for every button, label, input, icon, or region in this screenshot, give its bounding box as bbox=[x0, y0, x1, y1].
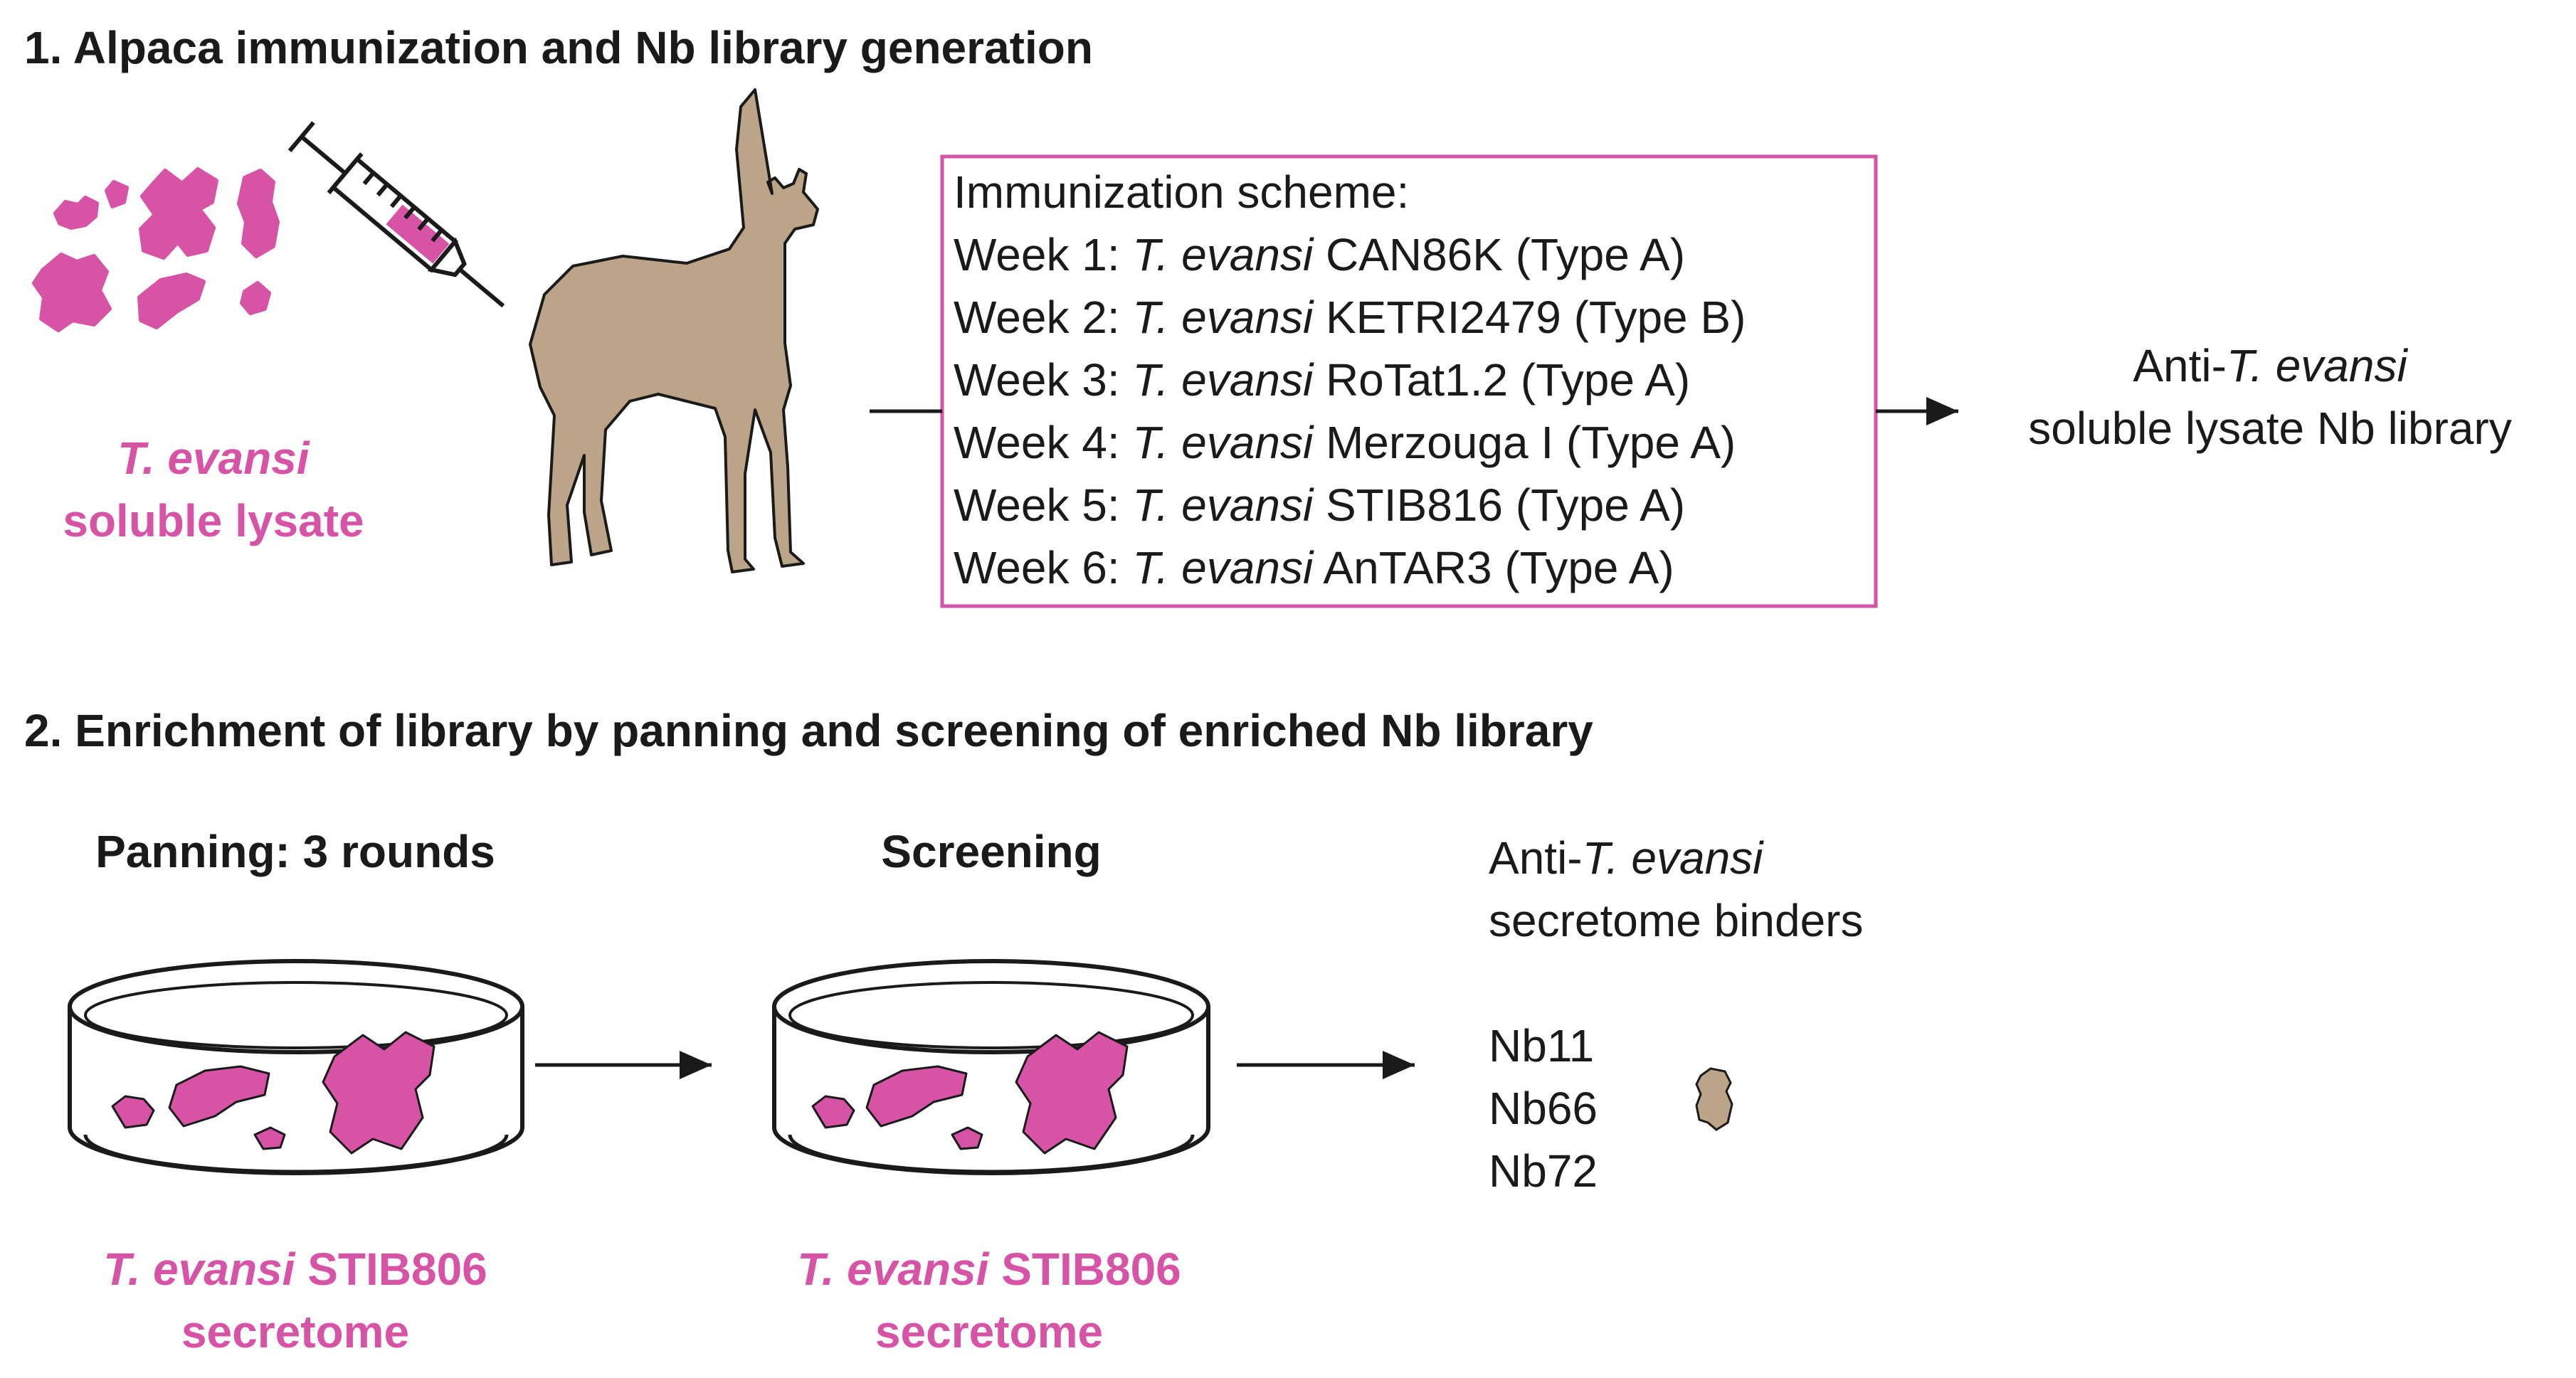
scheme-week-5: Week 5: T. evansi STIB816 (Type A) bbox=[954, 479, 1686, 531]
lysate-fragments bbox=[32, 167, 280, 332]
syringe-icon bbox=[287, 121, 505, 308]
secretome-fragment bbox=[168, 1065, 270, 1128]
screening-title: Screening bbox=[881, 826, 1102, 877]
scheme-title: Immunization scheme: bbox=[954, 166, 1410, 218]
library-output-line2: soluble lysate Nb library bbox=[2028, 403, 2512, 454]
scheme-week-3: Week 3: T. evansi RoTat1.2 (Type A) bbox=[954, 354, 1691, 406]
binders-line2: secretome binders bbox=[1489, 895, 1864, 946]
secretome-fragment bbox=[865, 1065, 968, 1128]
secretome-fragment bbox=[1015, 1031, 1129, 1155]
lysate-fragment bbox=[139, 167, 218, 260]
petri-dish-screening bbox=[772, 959, 1210, 1175]
petri-dish-panning bbox=[68, 959, 524, 1175]
immunization-scheme: Immunization scheme: Week 1: T. evansi C… bbox=[954, 161, 1746, 599]
alpaca-icon bbox=[529, 88, 819, 573]
library-output-label: Anti-T. evansi soluble lysate Nb library bbox=[1985, 334, 2555, 460]
lysate-fragment bbox=[53, 196, 99, 230]
lysate-fragment bbox=[237, 169, 280, 258]
panning-title: Panning: 3 rounds bbox=[95, 826, 495, 877]
panning-secretome-label: T. evansi STIB806 secretome bbox=[103, 1244, 487, 1357]
scheme-week-4: Week 4: T. evansi Merzouga I (Type A) bbox=[954, 417, 1736, 468]
lysate-species: T. evansi bbox=[117, 433, 310, 484]
lysate-label: T. evansi soluble lysate bbox=[0, 427, 427, 552]
scheme-week-6: Week 6: T. evansi AnTAR3 (Type A) bbox=[954, 542, 1674, 593]
scheme-week-1: Week 1: T. evansi CAN86K (Type A) bbox=[954, 229, 1686, 280]
screening-secretome-label: T. evansi STIB806 secretome bbox=[797, 1244, 1181, 1357]
secretome-fragment bbox=[322, 1031, 436, 1155]
lysate-fragment bbox=[32, 253, 112, 332]
lysate-fragment bbox=[137, 272, 206, 329]
secretome-fragment bbox=[253, 1126, 286, 1150]
scheme-week-2: Week 2: T. evansi KETRI2479 (Type B) bbox=[954, 292, 1746, 343]
nanobody-icon bbox=[1695, 1067, 1733, 1131]
secretome-fragment bbox=[811, 1095, 855, 1129]
immunization-scheme-box bbox=[940, 154, 1878, 608]
secretome-fragment bbox=[951, 1126, 983, 1150]
lysate-text: soluble lysate bbox=[63, 495, 364, 546]
binders-label: Anti-T. evansi secretome binders bbox=[1489, 827, 1863, 952]
binder-item: Nb11 bbox=[1489, 1020, 1595, 1071]
section1-heading: 1. Alpaca immunization and Nb library ge… bbox=[24, 22, 1093, 73]
binders-list: Nb11 Nb66 Nb72 bbox=[1489, 1014, 1598, 1202]
section2-heading: 2. Enrichment of library by panning and … bbox=[24, 705, 1593, 756]
lysate-fragment bbox=[105, 180, 129, 208]
binder-item: Nb72 bbox=[1489, 1145, 1598, 1197]
lysate-fragment bbox=[240, 281, 271, 315]
binder-item: Nb66 bbox=[1489, 1083, 1598, 1134]
secretome-fragment bbox=[111, 1095, 155, 1129]
